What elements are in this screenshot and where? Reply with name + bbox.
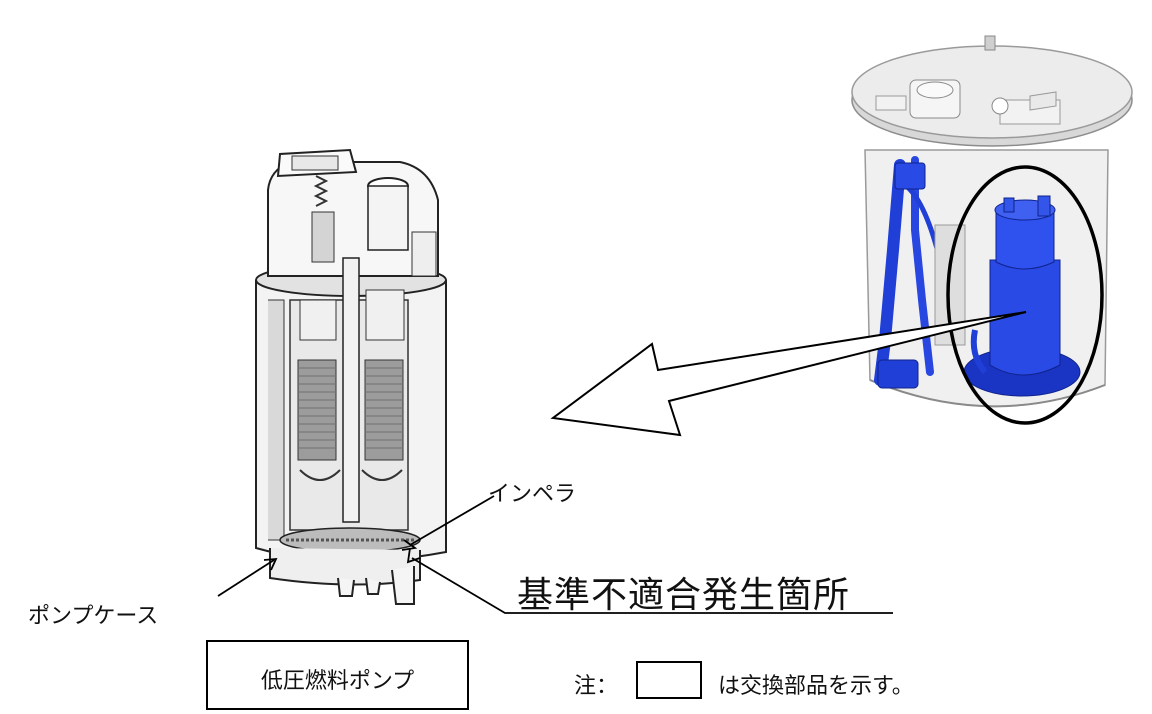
impeller-label: インペラ — [488, 482, 577, 507]
fault-leader-line — [411, 557, 893, 614]
part-name-text: 低圧燃料ポンプ — [260, 669, 415, 694]
direction-arrow — [550, 311, 1027, 437]
part-name-box: 低圧燃料ポンプ — [206, 640, 469, 710]
fault-leader-arrowhead — [406, 547, 421, 564]
pump-case-label: ポンプケース — [28, 604, 159, 629]
impeller-leader-arrowhead — [401, 539, 418, 551]
case-leader-line — [217, 559, 275, 597]
pump-cutaway — [255, 148, 447, 605]
fuel-pump-module — [851, 35, 1133, 425]
impeller-leader-line — [409, 495, 495, 546]
leader-lines — [217, 495, 893, 614]
case-leader-arrowhead — [263, 557, 278, 571]
note-suffix: は交換部品を示す。 — [718, 674, 914, 699]
fault-location-label: 基準不適合発生箇所 — [517, 575, 851, 616]
note-prefix: 注： — [574, 674, 619, 699]
note-legend-box — [636, 661, 702, 699]
